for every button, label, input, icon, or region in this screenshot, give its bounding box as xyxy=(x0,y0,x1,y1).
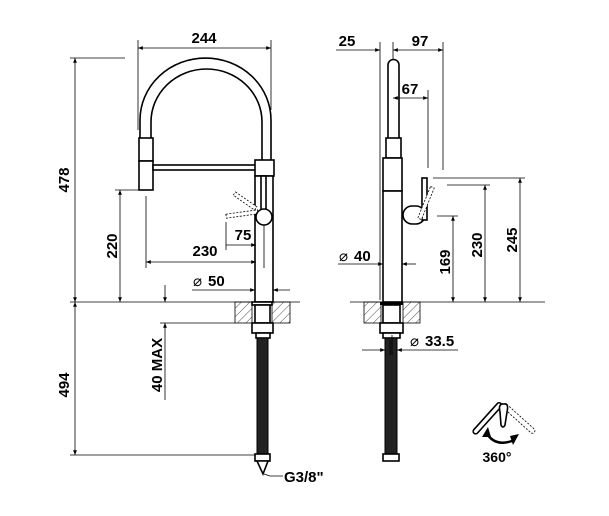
height-label: 478 xyxy=(56,167,73,192)
handle-offset-label: 75 xyxy=(235,227,252,244)
body-block xyxy=(254,159,275,177)
offset-right-label: 97 xyxy=(412,33,429,50)
max-thickness-label: 40 MAX xyxy=(149,338,166,392)
total-lever-height-label: 245 xyxy=(504,227,521,252)
handle-reach-label: 67 xyxy=(402,81,419,98)
shank xyxy=(382,304,401,324)
diameter-symbol: ⌀ xyxy=(193,273,202,290)
connector-cone xyxy=(255,460,270,477)
countertop-hatch xyxy=(234,301,253,324)
spray-head-lower xyxy=(138,160,154,191)
lever-height-label: 230 xyxy=(469,232,486,257)
handle-stem xyxy=(260,175,267,211)
front-view: G3/8" 244 478 220 230 75 ⌀ 50 494 40 M xyxy=(56,30,324,486)
hose-diameter-label: 33.5 xyxy=(425,333,454,350)
rotation-icon: 360° xyxy=(472,402,536,465)
connection-label: G3/8" xyxy=(284,469,324,486)
nut xyxy=(379,322,404,334)
nut-lower xyxy=(382,332,401,339)
hose-connector xyxy=(254,453,271,462)
width-label: 244 xyxy=(191,30,217,47)
spray-head xyxy=(385,137,402,159)
countertop-hatch xyxy=(271,301,291,324)
lever-open-position xyxy=(232,191,258,211)
nut-lower xyxy=(255,332,271,339)
flex-hose xyxy=(256,337,269,455)
body-column xyxy=(382,190,403,303)
spout-outer xyxy=(139,57,272,160)
below-height-label: 494 xyxy=(56,372,73,398)
countertop-hatch xyxy=(363,301,382,324)
offset-left-label: 25 xyxy=(339,33,356,50)
diameter-symbol: ⌀ xyxy=(339,248,348,265)
handle-height-label: 169 xyxy=(437,249,454,274)
shank xyxy=(254,304,271,324)
lever-alt-position xyxy=(417,185,435,221)
spout-height-label: 220 xyxy=(104,233,121,258)
base-flange xyxy=(380,302,403,305)
spray-head-lower xyxy=(382,157,403,192)
reach-label: 230 xyxy=(192,243,217,260)
handle-knob xyxy=(255,208,273,226)
diameter-symbol: ⌀ xyxy=(410,333,419,350)
nut xyxy=(251,322,274,334)
spout-tube xyxy=(387,58,400,138)
side-body-diameter-label: 40 xyxy=(354,248,371,265)
hose-end xyxy=(382,453,400,462)
support-bar xyxy=(152,164,257,171)
flex-hose xyxy=(384,337,398,455)
side-view: 25 97 67 ⌀ 40 169 230 245 ⌀ 33.5 xyxy=(336,33,545,462)
faucet-top xyxy=(498,403,509,428)
countertop-hatch xyxy=(402,301,421,324)
spout-left-position xyxy=(472,402,503,435)
leader-line xyxy=(263,473,283,477)
body-diameter-label: 50 xyxy=(208,273,225,290)
spray-head xyxy=(138,137,154,162)
lever-alt-position xyxy=(225,209,259,219)
rotation-label: 360° xyxy=(483,449,512,465)
spout-inner xyxy=(150,68,263,160)
